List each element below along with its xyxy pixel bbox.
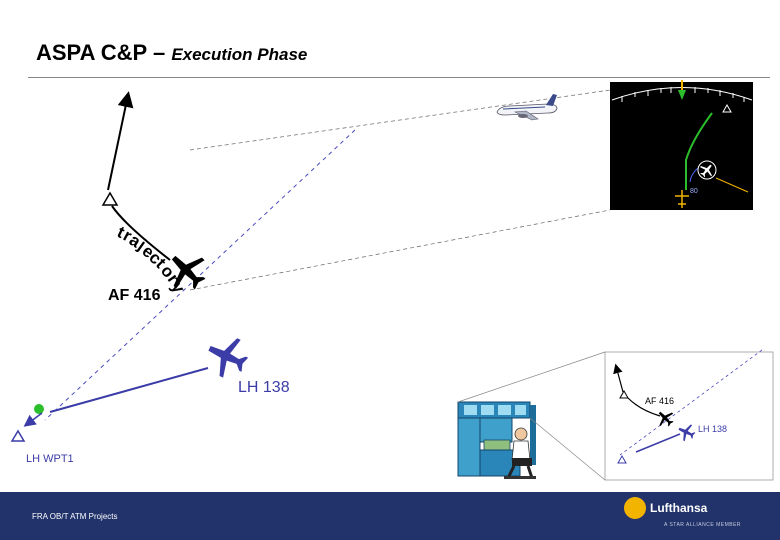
- page-title: ASPA C&P – Execution Phase: [36, 40, 308, 65]
- navigation-display: 80: [610, 80, 753, 210]
- title-divider: [28, 77, 770, 78]
- lh138-route: [49, 367, 209, 413]
- af416-trajectory-curve: [111, 205, 171, 261]
- aircraft-icon: [200, 329, 254, 384]
- waypoint-triangle-icon: [101, 191, 119, 206]
- af416-route-arrow: [107, 91, 134, 191]
- footer-project-label: FRA OB/T ATM Projects: [32, 512, 118, 521]
- airliner-icon: [496, 94, 558, 121]
- ownship-position-dot: [34, 404, 44, 414]
- guide-line-nd-bottom: [189, 209, 611, 291]
- controller-workstation-icon: [457, 401, 536, 479]
- guide-line-primary: [44, 129, 356, 421]
- footer-bar: FRA OB/T ATM Projects Lufthansa A STAR A…: [0, 492, 780, 540]
- inset-af416-label: AF 416: [645, 396, 674, 406]
- lufthansa-crane-icon: [624, 497, 646, 519]
- lh138-label: LH 138: [238, 379, 290, 396]
- guide-line-nd-top: [189, 89, 611, 151]
- brand-tagline: A STAR ALLIANCE MEMBER: [664, 522, 742, 528]
- brand-logo-text: Lufthansa: [650, 501, 708, 515]
- scenario-diagram: t r a j e c t o r y AF 416 LH 138 LH WPT…: [10, 80, 774, 481]
- lh-wpt1-label: LH WPT1: [26, 453, 74, 465]
- waypoint-triangle-icon: [10, 429, 26, 442]
- display-range-label: 80: [690, 188, 698, 195]
- inset-scenario: AF 416 LH 138: [457, 349, 774, 481]
- af416-label: AF 416: [108, 287, 161, 304]
- inset-lh138-label: LH 138: [698, 424, 727, 434]
- lh138-wpt-arrow: [23, 412, 43, 427]
